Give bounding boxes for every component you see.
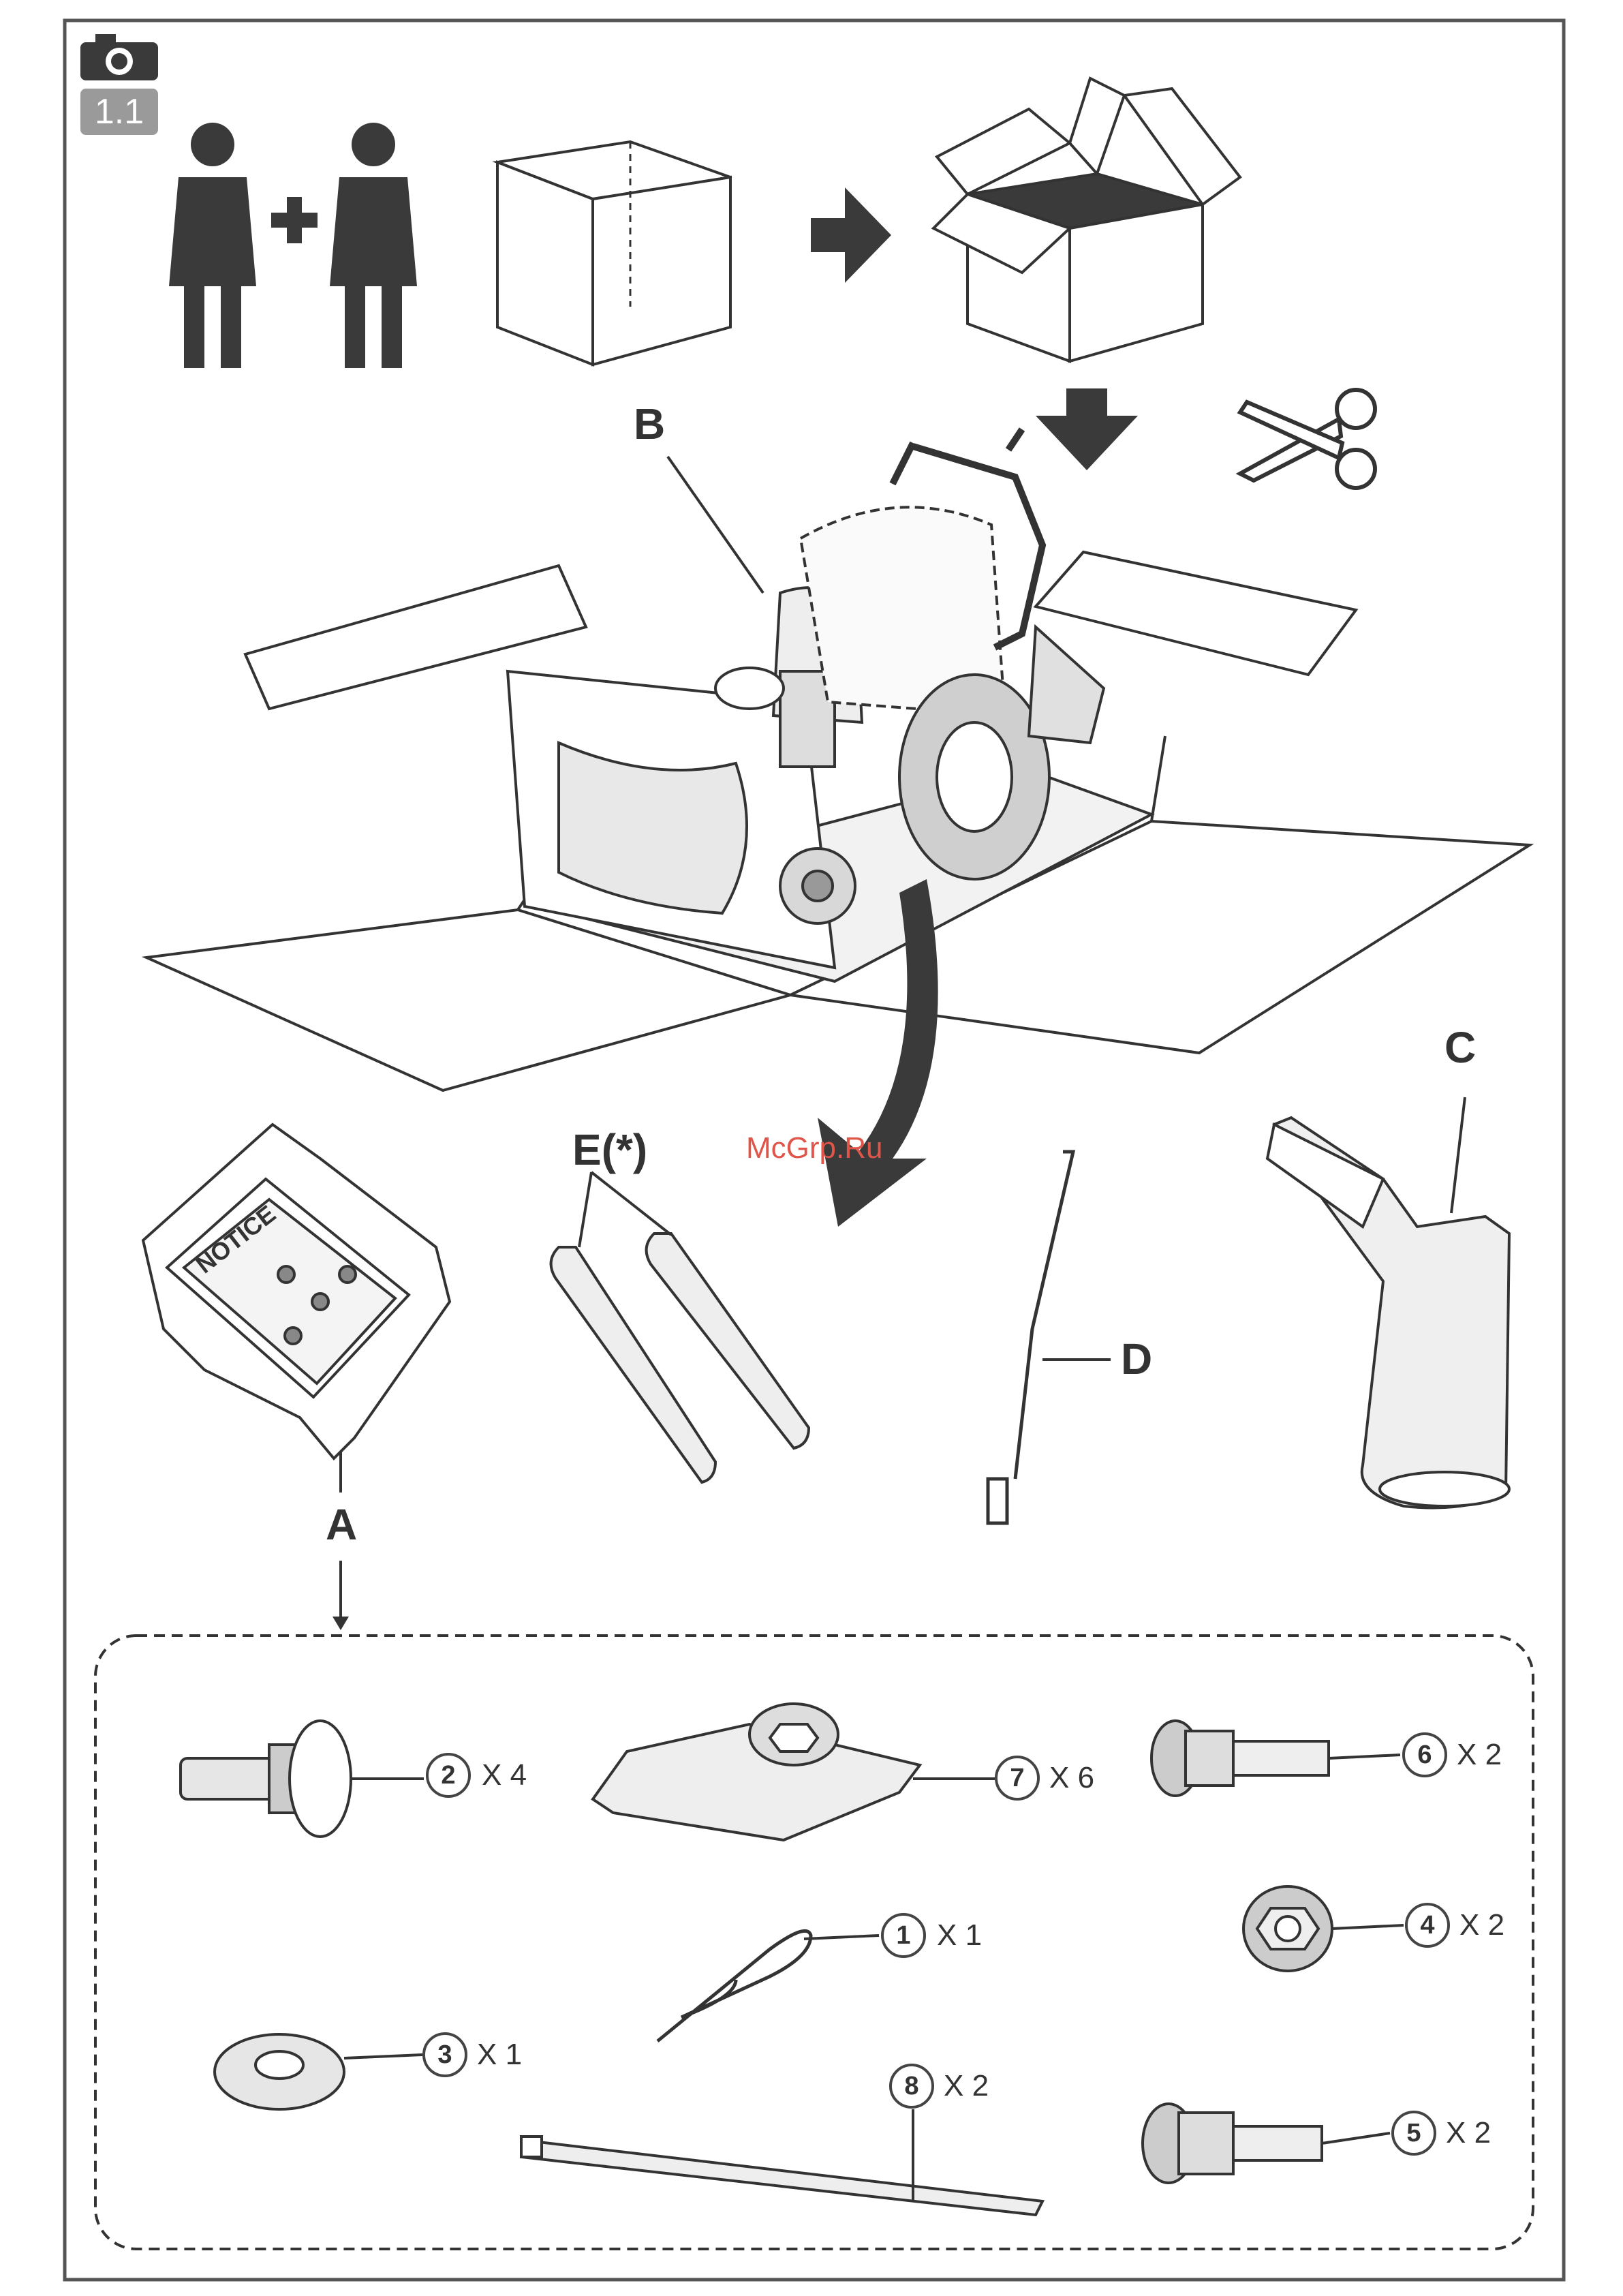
arrow-down-icon (1036, 388, 1138, 470)
hardware-bag: NOTICE (143, 1124, 450, 1458)
camera-icon (80, 34, 158, 80)
flange-bolt-long (1143, 2104, 1390, 2183)
plus-icon (271, 197, 318, 243)
part-number-2: 2 (426, 1753, 471, 1798)
part-qty-2: X 4 (482, 1760, 527, 1790)
part-number-5: 5 (1391, 2111, 1436, 2156)
shave-plate-nut (593, 1704, 995, 1840)
part-number-3: 3 (422, 2032, 467, 2077)
part-qty-1: X 1 (937, 1920, 982, 1950)
box-closed-icon (497, 142, 730, 365)
part-qty-8: X 2 (944, 2071, 989, 2101)
person-icon (330, 123, 417, 368)
watermark-text: McGrp.Ru (746, 1131, 882, 1165)
step-number-badge: 1.1 (80, 89, 158, 135)
flange-bolt-short (1151, 1721, 1400, 1796)
label-a: A (326, 1503, 357, 1546)
label-e: E(*) (572, 1128, 647, 1172)
hairpin-clip (658, 1931, 879, 2041)
label-d: D (1121, 1337, 1152, 1381)
part-number-7: 7 (995, 1756, 1040, 1801)
discharge-chute (1267, 1097, 1509, 1508)
label-c: C (1444, 1026, 1476, 1069)
label-b: B (634, 402, 665, 446)
chute-rod (988, 1152, 1111, 1523)
skid-shoes (551, 1172, 809, 1482)
part-number-1: 1 (881, 1913, 926, 1958)
box-open-icon (933, 78, 1240, 361)
part-number-4: 4 (1405, 1903, 1450, 1948)
part-qty-6: X 2 (1457, 1740, 1502, 1770)
part-qty-4: X 2 (1459, 1910, 1504, 1940)
flat-washer (215, 2034, 422, 2109)
part-qty-3: X 1 (477, 2040, 522, 2070)
arrow-right-icon (811, 187, 891, 283)
leader-b (668, 457, 763, 593)
flange-nut (1243, 1886, 1404, 1971)
part-number-6: 6 (1402, 1732, 1447, 1777)
part-number-8: 8 (889, 2064, 934, 2109)
carriage-bolt (181, 1721, 424, 1837)
person-icon (169, 123, 256, 368)
scissors-icon (1240, 390, 1375, 488)
cable-tie (521, 2109, 1042, 2215)
part-qty-5: X 2 (1446, 2118, 1491, 2148)
part-qty-7: X 6 (1049, 1763, 1094, 1793)
